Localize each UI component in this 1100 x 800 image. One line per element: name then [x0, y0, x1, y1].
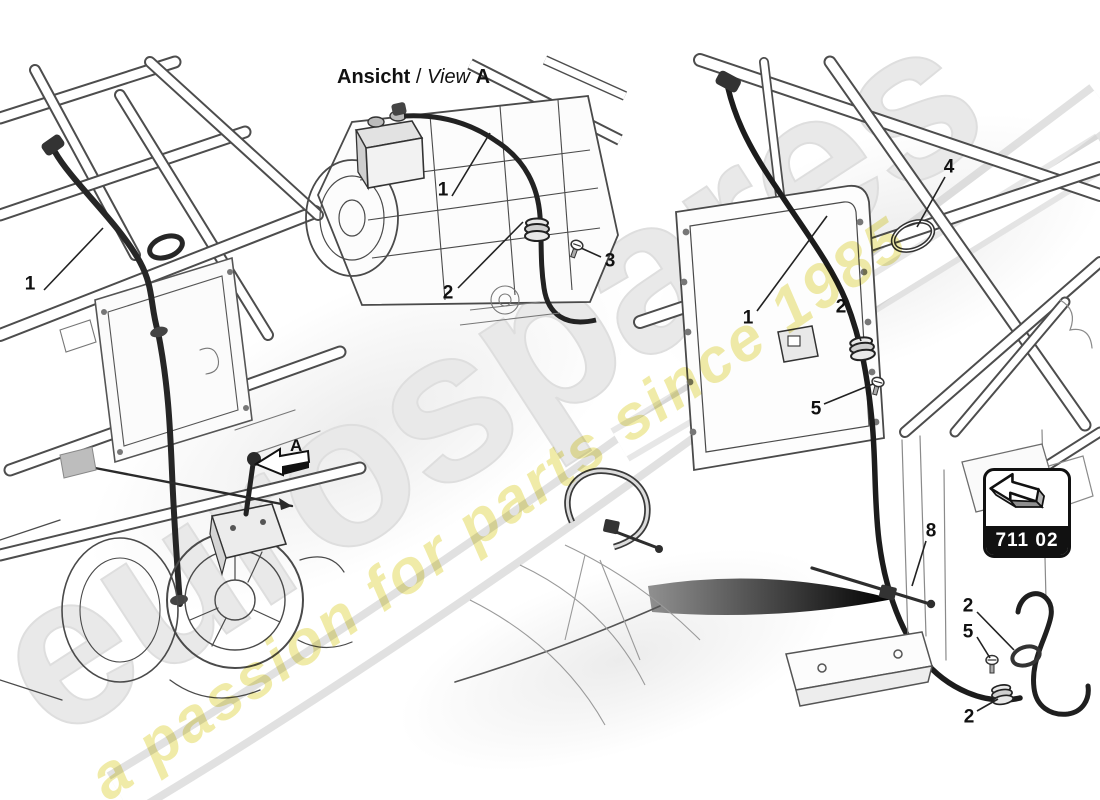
right-diagram	[454, 53, 1100, 717]
part-group-code: 711 02	[986, 526, 1068, 555]
detail-view-diagram	[305, 55, 628, 326]
callout-right-2c: 2	[963, 706, 975, 728]
detail-view-title-view: View	[427, 66, 471, 88]
callout-right-5b: 5	[962, 621, 974, 643]
detail-view-title: Ansicht / View A	[337, 66, 557, 89]
callout-left-1: 1	[24, 273, 36, 295]
callout-view-3: 3	[604, 250, 616, 272]
callout-right-2a: 2	[835, 296, 847, 318]
callout-right-5a: 5	[810, 398, 822, 420]
callout-right-4: 4	[943, 156, 955, 178]
view-marker-letter: A	[290, 436, 303, 455]
callout-view-1: 1	[437, 179, 449, 201]
callout-right-8: 8	[925, 520, 937, 542]
leader-lines	[43, 132, 1015, 712]
view-direction-arrow-icon	[253, 447, 311, 477]
left-diagram	[0, 55, 367, 701]
detail-view-title-letter: A	[475, 66, 491, 88]
callout-view-2: 2	[442, 282, 454, 304]
strap-detail	[469, 467, 701, 726]
part-group-badge: 711 02	[983, 468, 1071, 558]
nav-arrow-icon	[986, 471, 1068, 526]
callout-right-1: 1	[742, 307, 754, 329]
detail-view-title-ansicht: Ansicht	[337, 66, 411, 88]
callout-right-2b: 2	[962, 595, 974, 617]
detail-view-title-sep: /	[410, 66, 428, 88]
